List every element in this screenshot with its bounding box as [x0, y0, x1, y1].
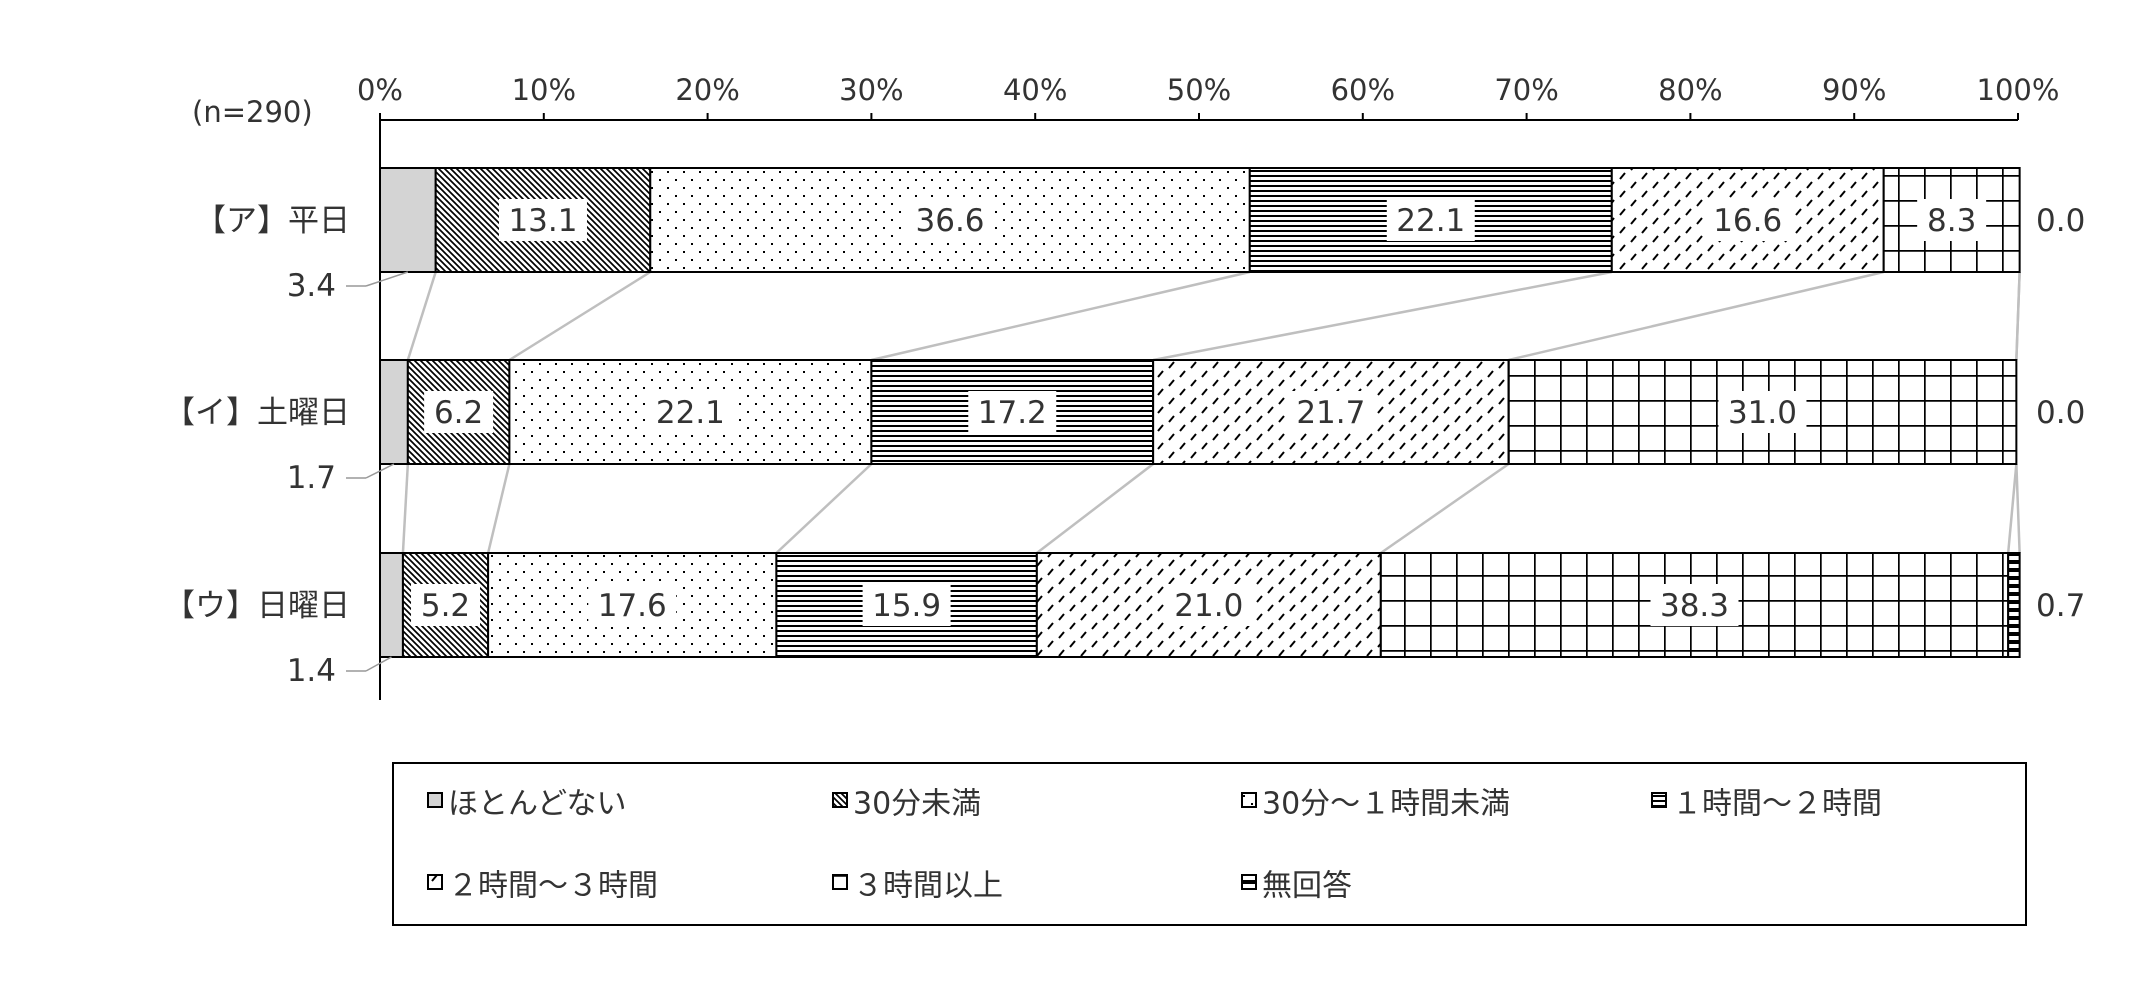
data-label-bg — [1718, 391, 1807, 433]
bar-segment-series-1 — [379, 167, 437, 273]
connector-line — [1152, 270, 1613, 362]
x-axis: 0% 10% 20% 30% 40% 50% 60% 70% 80% 90% 100% — [357, 73, 2059, 700]
data-label: 0.0 — [2036, 203, 2085, 239]
bar-segment-series-7 — [2007, 552, 2021, 658]
data-label: 36.6 — [916, 203, 985, 239]
data-label: 6.2 — [434, 395, 483, 431]
x-tick-label: 100% — [1977, 73, 2060, 107]
x-tick-label: 20% — [675, 73, 739, 107]
legend-label: ３時間以上 — [853, 869, 1003, 904]
connector-line — [2015, 271, 2021, 361]
connector-line — [2015, 463, 2021, 554]
data-label-bg — [1286, 391, 1375, 433]
data-label-bg — [1703, 199, 1792, 241]
connector-lines — [401, 270, 2021, 555]
connector-line — [508, 270, 651, 362]
data-label-bg — [1917, 199, 1987, 241]
connector-line — [486, 463, 511, 554]
data-label-bg — [1650, 584, 1739, 626]
data-label: 1.4 — [287, 653, 336, 689]
legend-label: ２時間～３時間 — [448, 869, 658, 904]
legend-swatch — [427, 874, 443, 890]
connector-line — [406, 271, 437, 361]
data-label: 0.0 — [2036, 395, 2085, 431]
connector-line — [1380, 462, 1510, 555]
x-tick-label: 30% — [839, 73, 903, 107]
legend-swatch — [1241, 792, 1257, 808]
category-label: 【ア】平日 — [195, 203, 350, 239]
data-label: 1.7 — [287, 460, 336, 496]
x-tick-label: 80% — [1658, 73, 1722, 107]
data-label: 17.6 — [598, 588, 667, 624]
connector-line — [1508, 270, 1884, 362]
legend-label: 30分～１時間未満 — [1262, 787, 1510, 822]
legend-label: 無回答 — [1262, 869, 1352, 904]
leader-line — [365, 656, 392, 672]
data-label: 31.0 — [1728, 395, 1797, 431]
sample-size-note: (n=290) — [192, 95, 313, 129]
connector-line — [401, 463, 410, 554]
legend-label: ほとんどない — [448, 787, 627, 822]
connector-line — [871, 270, 1251, 362]
connector-line — [775, 463, 873, 554]
data-label: 0.7 — [2036, 588, 2085, 624]
x-tick-label: 0% — [357, 73, 403, 107]
category-label: 【イ】土曜日 — [164, 395, 350, 431]
data-label-bg — [646, 391, 735, 433]
data-label: 16.6 — [1713, 203, 1782, 239]
data-label: 3.4 — [287, 268, 336, 304]
data-label-bg — [968, 391, 1057, 433]
bar-segment-series-1 — [379, 552, 404, 658]
x-tick-label: 10% — [512, 73, 576, 107]
data-label-bg — [1164, 584, 1253, 626]
data-label: 21.7 — [1296, 395, 1365, 431]
legend-swatch — [832, 874, 848, 890]
data-label-bg — [588, 584, 677, 626]
legend-swatch — [427, 792, 443, 808]
legend-label: １時間～２時間 — [1672, 787, 1882, 822]
legend-label: 30分未満 — [853, 787, 981, 822]
connector-line — [2006, 463, 2018, 554]
data-label: 15.9 — [872, 588, 941, 624]
leader-line — [365, 463, 395, 479]
legend-swatch — [1651, 792, 1667, 808]
data-label-bg — [424, 391, 494, 433]
legend-swatch — [832, 792, 848, 808]
data-label: 5.2 — [421, 588, 470, 624]
value-labels: 【ア】平日【イ】土曜日【ウ】日曜日 3.4 13.1 36.6 22.1 16.6 8.3 0… — [164, 199, 2085, 689]
x-tick-label: 40% — [1003, 73, 1067, 107]
x-tick-label: 60% — [1331, 73, 1395, 107]
data-label: 17.2 — [978, 395, 1047, 431]
x-tick-label: 70% — [1494, 73, 1558, 107]
data-label: 22.1 — [656, 395, 725, 431]
data-label: 38.3 — [1660, 588, 1729, 624]
data-label-bg — [1386, 199, 1475, 241]
legend-swatch — [1241, 874, 1257, 890]
x-tick-label: 50% — [1167, 73, 1231, 107]
bar-segment-series-1 — [379, 359, 409, 465]
connector-line — [1036, 463, 1154, 554]
data-label: 22.1 — [1396, 203, 1465, 239]
category-label: 【ウ】日曜日 — [164, 588, 350, 624]
legend-box — [392, 762, 2027, 926]
x-tick-label: 90% — [1822, 73, 1886, 107]
data-label-bg — [498, 199, 587, 241]
data-label-bg — [862, 584, 951, 626]
data-label-bg — [411, 584, 481, 626]
data-label-bg — [906, 199, 995, 241]
data-label: 21.0 — [1174, 588, 1243, 624]
legend: ほとんどない 30分未満 30分～１時間未満 １時間～２時間 ２時間～３時間 ３時間以上 無… — [392, 762, 2027, 926]
data-label: 13.1 — [508, 203, 577, 239]
leader-line — [365, 271, 409, 287]
data-label: 8.3 — [1927, 203, 1976, 239]
